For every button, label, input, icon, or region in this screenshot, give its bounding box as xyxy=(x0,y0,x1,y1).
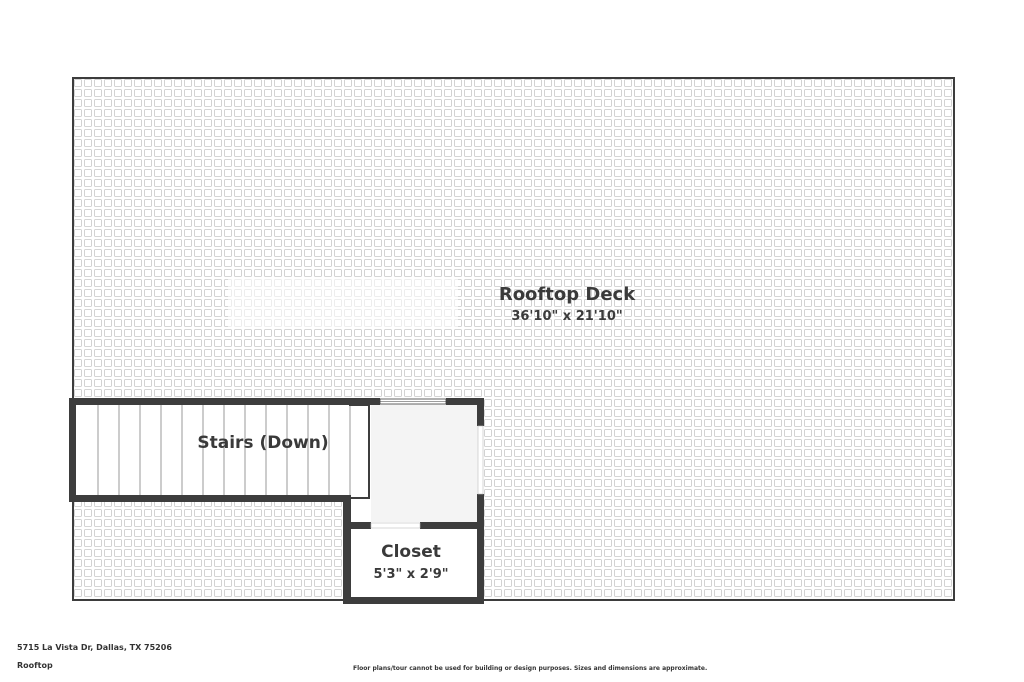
walls xyxy=(69,398,484,604)
landing-floor xyxy=(371,404,478,522)
stairs-name: Stairs (Down) xyxy=(197,433,328,453)
closet-name: Closet xyxy=(381,542,441,562)
window xyxy=(379,398,447,405)
rooftop-deck-outline xyxy=(72,77,955,601)
floor-label: Rooftop xyxy=(17,661,53,670)
stair-treads xyxy=(97,405,351,496)
closet-door-opening xyxy=(370,522,421,529)
closet-dimensions: 5'3" x 2'9" xyxy=(373,567,448,582)
rooftop-deck-floor xyxy=(73,78,954,600)
property-address: 5715 La Vista Dr, Dallas, TX 75206 xyxy=(17,643,172,652)
rooftop-deck-dimensions: 36'10" x 21'10" xyxy=(511,309,622,324)
stair-enclosure: Stairs (Down) Closet 5'3" x 2'9" xyxy=(69,398,484,604)
deck-opening xyxy=(477,425,484,495)
disclaimer-text: Floor plans/tour cannot be used for buil… xyxy=(353,665,708,672)
rooftop-deck: Rooftop Deck 36'10" x 21'10" xyxy=(72,77,955,601)
rooftop-deck-name: Rooftop Deck xyxy=(499,284,636,305)
